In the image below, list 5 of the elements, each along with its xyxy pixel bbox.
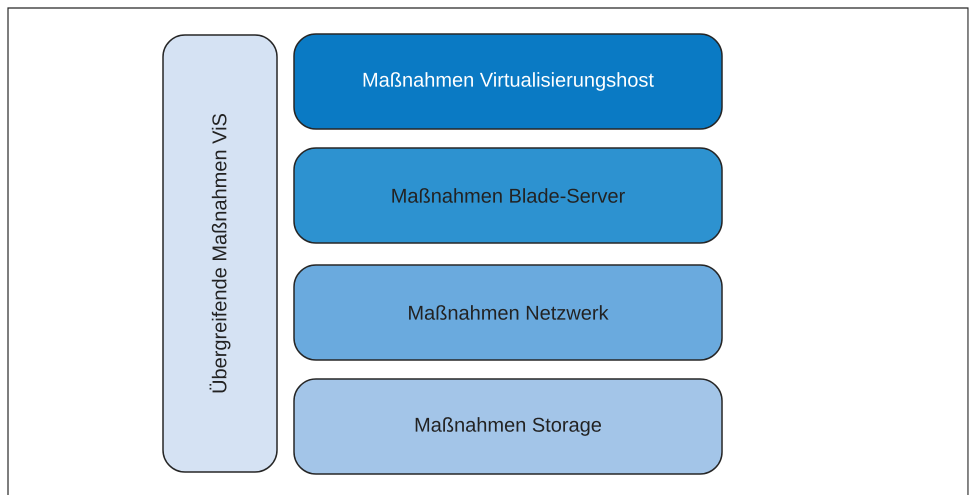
side-band: Übergreifende Maßnahmen ViS [162, 34, 278, 473]
layer-box: Maßnahmen Blade-Server [293, 147, 723, 244]
layer-box: Maßnahmen Netzwerk [293, 264, 723, 361]
layer-box: Maßnahmen Virtualisierungshost [293, 33, 723, 130]
layer-box: Maßnahmen Storage [293, 378, 723, 475]
